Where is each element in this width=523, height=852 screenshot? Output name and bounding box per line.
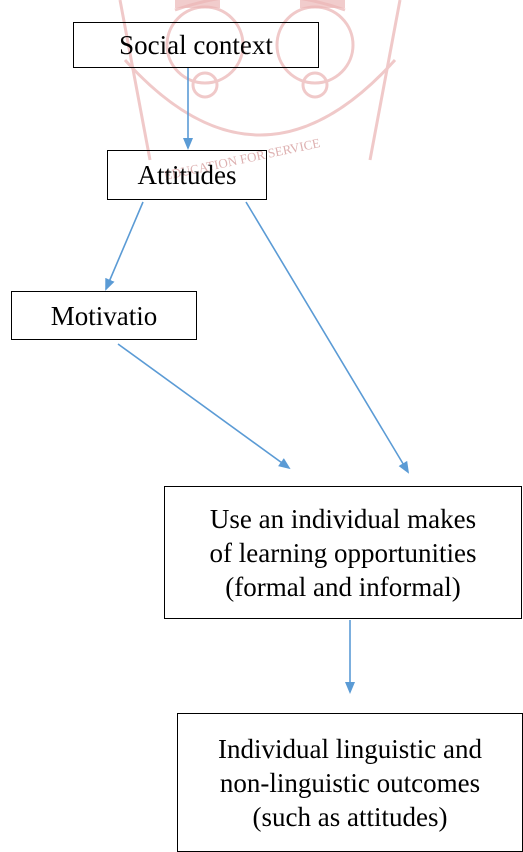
node-motivation: Motivatio [11, 291, 197, 340]
arrow-attitudes-to-use [245, 201, 410, 474]
node-social-context: Social context [73, 22, 319, 68]
node-use-line-3: (formal and informal) [225, 571, 461, 602]
node-outcomes-line-1: Individual linguistic and [218, 733, 482, 764]
node-attitudes: Attitudes [107, 150, 267, 200]
arrow-motivation-to-use [117, 343, 291, 470]
node-social-context-label: Social context [119, 30, 273, 60]
node-use-of-learning-opportunities: Use an individual makes of learning oppo… [164, 486, 522, 619]
arrow-attitudes-to-motivation [105, 201, 144, 291]
node-motivation-label: Motivatio [50, 300, 158, 331]
node-use-line-2: of learning opportunities [209, 537, 477, 568]
node-outcomes-line-3: (such as attitudes) [252, 801, 448, 832]
node-attitudes-label: Attitudes [137, 160, 237, 190]
node-individual-outcomes: Individual linguistic and non-linguistic… [177, 713, 523, 852]
node-use-line-1: Use an individual makes [209, 503, 477, 534]
node-outcomes-line-2: non-linguistic outcomes [219, 767, 481, 798]
